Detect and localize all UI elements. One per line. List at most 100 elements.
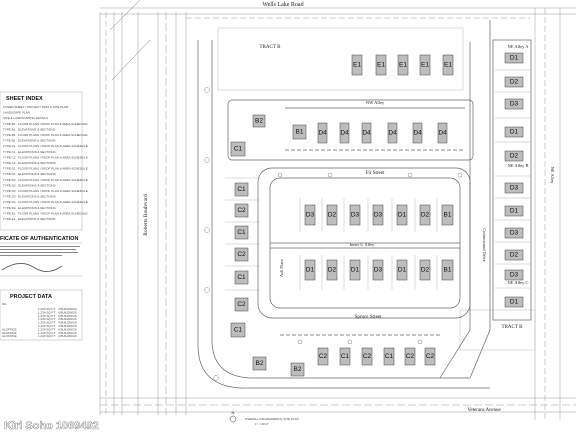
building-lot: C1 bbox=[230, 322, 246, 338]
building-lot: D1 bbox=[504, 52, 524, 64]
building-type-label: D3 bbox=[510, 101, 519, 108]
building-footprint bbox=[504, 182, 524, 194]
building-footprint bbox=[234, 225, 249, 240]
caption-title: OVERALL DIAGRAMMATIC SITE PLAN bbox=[245, 417, 299, 421]
building-footprint bbox=[351, 54, 363, 76]
building-footprint bbox=[504, 205, 524, 217]
project-data-cell: ALOFFICE bbox=[2, 334, 17, 338]
building-footprint bbox=[396, 259, 408, 281]
sheet-index-panel: SHEET INDEX COVER SHEET / PROJECT DATA &… bbox=[0, 91, 88, 231]
project-data-cell: 4 BUILDINGS bbox=[58, 324, 77, 328]
building-type-label: D1 bbox=[510, 55, 519, 62]
building-type-label: C1 bbox=[237, 229, 246, 236]
building-lot: C1 bbox=[339, 347, 351, 366]
building-footprint bbox=[252, 114, 266, 128]
building-type-label: D2 bbox=[328, 212, 337, 219]
building-lot: C1 bbox=[234, 225, 249, 240]
building-type-label: D2 bbox=[510, 252, 519, 259]
sheet-index-row: TYPE D1 · FLOOR PLANS / ROOF PLAN & AREA… bbox=[3, 167, 88, 171]
sheet-index-row: LANDSCAPE PLAN bbox=[3, 111, 30, 115]
north-arrow-icon bbox=[229, 415, 237, 423]
building-lot: D1 bbox=[504, 296, 524, 308]
building-type-label: D1 bbox=[351, 267, 360, 274]
building-lot: E1 bbox=[442, 54, 454, 76]
building-footprint bbox=[404, 347, 416, 366]
building-footprint bbox=[387, 122, 398, 144]
building-lot: C2 bbox=[234, 203, 249, 218]
building-lot: D4 bbox=[339, 122, 350, 144]
building-lot: D1 bbox=[304, 259, 316, 281]
project-data-cell: 1,234 SQ FT bbox=[38, 327, 55, 331]
building-type-label: B2 bbox=[256, 360, 264, 367]
building-type-label: E1 bbox=[377, 62, 385, 69]
building-lot: C1 bbox=[230, 141, 246, 157]
building-lot: D3 bbox=[504, 98, 524, 110]
building-type-label: B1 bbox=[444, 212, 452, 219]
project-data-cell: 4 BUILDINGS bbox=[58, 327, 77, 331]
certificate-signature bbox=[1, 263, 63, 272]
building-lot: C2 bbox=[317, 347, 329, 366]
sheet-index-row: TYPE E1 · ELEVATIONS & SECTIONS bbox=[3, 217, 55, 221]
building-footprint bbox=[234, 270, 249, 285]
building-type-label: C2 bbox=[426, 353, 435, 360]
street-label-cottonwood: Cottonwood Drive bbox=[482, 228, 487, 262]
sheet-index-row: TYPE B1 · FLOOR PLANS / ROOF PLAN & AREA… bbox=[3, 122, 88, 126]
building-type-label: D3 bbox=[351, 212, 360, 219]
building-footprint bbox=[317, 122, 328, 144]
project-data-cell: 4 BUILDINGS bbox=[58, 321, 77, 325]
building-lot: C2 bbox=[361, 347, 373, 366]
building-footprint bbox=[397, 54, 409, 76]
building-type-label: D1 bbox=[398, 267, 407, 274]
building-type-label: D2 bbox=[328, 267, 337, 274]
building-lot: D2 bbox=[504, 150, 524, 162]
streets-and-blocks bbox=[197, 20, 532, 389]
project-data-cell: ALOFFICE bbox=[2, 331, 17, 335]
sheet-index-row: TYPE D4 · FLOOR PLANS / ROOF PLAN & AREA… bbox=[3, 200, 88, 204]
building-lot: D2 bbox=[326, 204, 338, 226]
building-lot: D1 bbox=[504, 205, 524, 217]
building-footprint bbox=[375, 54, 387, 76]
building-type-label: D4 bbox=[438, 130, 447, 137]
building-footprint bbox=[304, 204, 316, 226]
building-lot: D2 bbox=[419, 204, 431, 226]
building-type-label: D3 bbox=[374, 267, 383, 274]
building-type-label: C1 bbox=[234, 327, 243, 334]
property-lines bbox=[225, 69, 530, 291]
building-footprint bbox=[504, 227, 524, 239]
building-lot: D4 bbox=[437, 122, 448, 144]
building-footprint bbox=[317, 347, 329, 366]
project-data-cell: 4 BUILDINGS bbox=[58, 331, 77, 335]
sheet-index-row: TYPE D4 · ELEVATIONS & SECTIONS bbox=[3, 206, 56, 210]
project-data-cell: 1,234 SQ FT bbox=[38, 331, 55, 335]
building-type-label: D2 bbox=[421, 212, 430, 219]
street-label-ne-alley-c: NE Alley C bbox=[508, 280, 529, 285]
building-lot: D3 bbox=[372, 259, 384, 281]
sheet-index-row: TYPE C2 · FLOOR PLANS / ROOF PLAN & AREA… bbox=[3, 155, 88, 159]
building-type-label: D2 bbox=[510, 153, 519, 160]
building-footprint bbox=[326, 204, 338, 226]
building-lot: D2 bbox=[504, 249, 524, 261]
building-footprint bbox=[326, 259, 338, 281]
building-type-label: C2 bbox=[237, 207, 246, 214]
building-lot: B2 bbox=[252, 356, 267, 371]
building-lot: D3 bbox=[349, 204, 361, 226]
building-lot: C2 bbox=[424, 347, 436, 366]
building-lot: B1 bbox=[441, 259, 454, 281]
building-type-label: C2 bbox=[319, 353, 328, 360]
building-footprint bbox=[412, 122, 423, 144]
building-type-label: E1 bbox=[399, 62, 407, 69]
street-label-ne-alley-a: NE Alley A bbox=[508, 44, 530, 49]
project-data-cell: 1,234 SQ FT bbox=[38, 310, 55, 314]
building-lot: E1 bbox=[397, 54, 409, 76]
building-footprint bbox=[339, 122, 350, 144]
building-footprint bbox=[504, 98, 524, 110]
building-footprint bbox=[419, 54, 431, 76]
watermark: Kiri Soho 1069492 bbox=[4, 420, 99, 432]
building-footprint bbox=[504, 150, 524, 162]
tract-label-right: TRACT B bbox=[502, 325, 524, 330]
street-label-spruce: Spruce Street bbox=[355, 315, 382, 320]
building-lot: C1 bbox=[234, 182, 249, 197]
